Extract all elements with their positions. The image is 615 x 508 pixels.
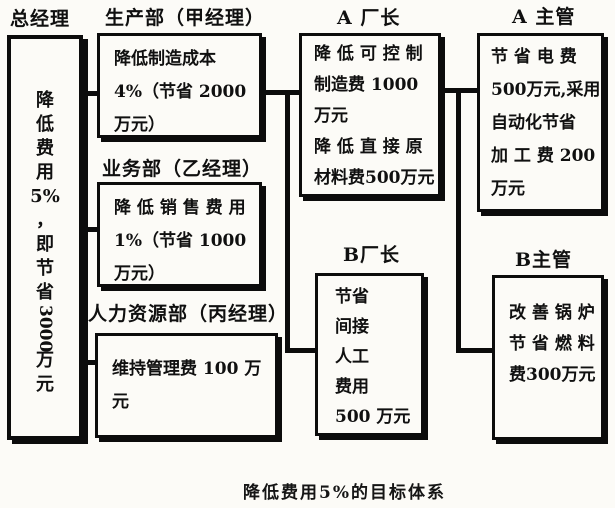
box-line: 费用 [335, 377, 369, 397]
box-line: 改 善 锅 炉 [509, 303, 595, 323]
box-line: 降低制造成本 [114, 49, 216, 69]
box-line: 材料费500万元 [314, 168, 435, 188]
box-factory-director-b-goal: 节省 间接 人工 费用 500 万元 [315, 273, 424, 436]
diagram-caption: 降低费用5%的目标体系 [243, 483, 446, 503]
box-line: 人工 [335, 347, 369, 367]
label-business-dept: 业务部（乙经理） [102, 158, 263, 180]
box-line: 万元 [491, 179, 525, 199]
connector-gm-to-hr [80, 360, 97, 365]
box-general-manager-goal: 降 低 费 用 5% ， 即 节 省 3000 万 元 [7, 35, 83, 440]
box-line: 降 低 直 接 原 [314, 137, 423, 157]
vertical-text-char: 元 [36, 374, 54, 395]
box-line: 节 省 电 费 [491, 47, 577, 67]
label-hr-dept: 人力资源部（丙经理） [88, 303, 289, 325]
label-production-dept: 生产部（甲经理） [105, 7, 266, 29]
vertical-text-char: 省 [36, 282, 54, 303]
box-line: 降 低 销 售 费 用 [114, 198, 246, 218]
box-line: 500 万元 [335, 407, 411, 427]
connector-to-factory-b [285, 348, 318, 353]
connector-gm-to-production [80, 91, 99, 96]
connector-branch-down-to-supervisor-b [456, 88, 461, 353]
vertical-text-char: ， [36, 210, 54, 231]
box-line: 1%（节省 1000 [114, 231, 247, 251]
connector-factory-a-to-supervisor-a [443, 88, 480, 93]
box-line: 万元） [114, 264, 165, 284]
vertical-text-char: 5% [30, 186, 60, 207]
vertical-text-char: 费 [36, 138, 54, 159]
box-line: 万元） [114, 115, 165, 135]
vertical-text-char: 万 [36, 350, 54, 371]
box-line: 万元 [314, 106, 348, 126]
vertical-text-char: 用 [36, 162, 54, 183]
connector-production-to-factory-a [262, 90, 302, 95]
box-production-goal: 降低制造成本 4%（节省 2000 万元） [97, 33, 262, 138]
box-supervisor-a-goal: 节 省 电 费 500万元,采用 自动化节省 加 工 费 200 万元 [477, 33, 604, 212]
connector-branch-down-to-factory-b [285, 90, 290, 353]
connector-to-supervisor-b [456, 348, 495, 353]
box-line: 制造费 1000 [314, 75, 419, 95]
label-general-manager: 总经理 [10, 8, 71, 30]
vertical-text-char: 即 [36, 234, 54, 255]
box-line: 降 低 可 控 制 [314, 44, 423, 64]
box-line: 维持管理费 100 万 [112, 358, 262, 379]
box-line: 节 省 燃 料 [509, 334, 595, 354]
box-line: 4%（节省 2000 [114, 82, 247, 102]
vertical-text-char: 低 [36, 114, 54, 135]
box-line: 500万元,采用 [491, 80, 601, 100]
vertical-text-char: 节 [36, 258, 54, 279]
box-hr-goal: 维持管理费 100 万 元 [95, 333, 278, 438]
box-supervisor-b-goal: 改 善 锅 炉 节 省 燃 料 费300万元 [492, 275, 604, 440]
box-line: 费300万元 [509, 365, 596, 385]
box-line: 元 [112, 391, 129, 412]
box-line: 节省 [335, 287, 369, 307]
label-factory-director-b: B厂长 [343, 244, 401, 266]
vertical-text-number: 3000 [35, 305, 55, 353]
box-business-goal: 降 低 销 售 费 用 1%（节省 1000 万元） [97, 182, 262, 287]
label-supervisor-b: B主管 [515, 249, 573, 271]
box-line: 自动化节省 [491, 113, 576, 133]
box-factory-director-a-goal: 降 低 可 控 制 制造费 1000 万元 降 低 直 接 原 材料费500万元 [299, 33, 441, 197]
box-line: 加 工 费 200 [491, 146, 596, 166]
label-supervisor-a: A 主管 [512, 6, 576, 28]
connector-gm-to-business [80, 227, 99, 232]
label-factory-director-a: A 厂长 [337, 7, 401, 29]
box-line: 间接 [335, 317, 369, 337]
vertical-text-char: 降 [36, 90, 54, 111]
